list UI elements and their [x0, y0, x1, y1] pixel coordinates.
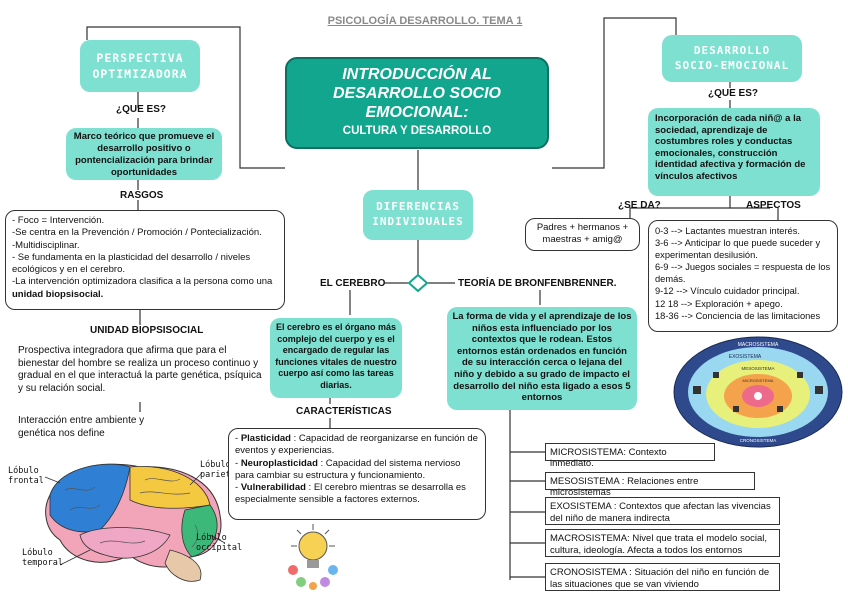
- eco-label-macro: MACROSISTEMA: [738, 342, 779, 348]
- el-cerebro-label: EL CEREBRO: [320, 278, 386, 289]
- label-lobulo-frontal-line-2: frontal: [8, 476, 44, 486]
- label-lobulo-temporal-line-2: temporal: [22, 558, 63, 568]
- unidad-biopsisocial-label: UNIDAD BIOPSISOCIAL: [90, 325, 204, 336]
- interaccion-text: Interacción entre ambiente y genética no…: [18, 415, 145, 439]
- aspectos-box: 0-3 --> Lactantes muestran interés. 3-6 …: [648, 220, 838, 332]
- sistema-micro: MICROSISTEMA: Contexto inmediato.: [545, 443, 715, 469]
- central-subtitle: CULTURA Y DESARROLLO: [342, 125, 492, 137]
- aspecto-item: 0-3 --> Lactantes muestran interés.: [655, 226, 800, 236]
- central-title-box: INTRODUCCIÓN AL DESARROLLO SOCIO EMOCION…: [285, 57, 549, 149]
- rasgo-item: -Multidisciplinar.: [12, 239, 80, 251]
- central-title-line-2: DESARROLLO SOCIO: [332, 85, 501, 102]
- eco-label-meso: MESOSISTEMA: [741, 366, 774, 371]
- cerebro-definition-box: El cerebro es el órgano más complejo del…: [270, 318, 402, 398]
- ecological-model-illustration: MACROSISTEMA EXOSISTEMA MESOSISTEMA MICR…: [673, 336, 843, 448]
- left-que-es-label: ¿QUE ES?: [116, 104, 167, 115]
- caracteristica-item: - Plasticidad : Capacidad de reorganizar…: [235, 433, 478, 457]
- label-lobulo-occipital-line-2: occipital: [196, 543, 243, 553]
- aspectos-label: ASPECTOS: [746, 200, 801, 211]
- eco-label-exo: EXOSISTEMA: [729, 354, 762, 360]
- sistema-macro: MACROSISTEMA: Nivel que trata el modelo …: [545, 529, 780, 557]
- central-title-line-1: INTRODUCCIÓN AL: [342, 66, 492, 83]
- perspectiva-heading: PERSPECTIVA OPTIMIZADORA: [80, 40, 200, 92]
- caracteristica-text: : El cerebro mientras se desarrolla es e…: [235, 482, 466, 506]
- caracteristica-text: : Capacidad del sistema nervioso para ca…: [235, 457, 461, 481]
- diferencias-heading-line-1: DIFERENCIAS: [376, 200, 460, 213]
- sistema-crono: CRONOSISTEMA : Situación del niño en fun…: [545, 563, 780, 591]
- desarrollo-heading-line-2: SOCIO-EMOCIONAL: [674, 59, 790, 72]
- sistema-meso: MESOSISTEMA : Relaciones entre microsist…: [545, 472, 755, 498]
- caracteristica-text: : Capacidad de reorganizarse en función …: [235, 433, 478, 457]
- perspectiva-heading-line-1: PERSPECTIVA: [96, 51, 184, 65]
- se-da-label: ¿SE DA?: [618, 200, 661, 211]
- lightbulb-icon: [288, 524, 338, 590]
- unidad-biopsisocial-text: Prospectiva integradora que afirma que p…: [18, 345, 262, 394]
- eco-label-chrono: CRONOSISTEMA: [740, 438, 777, 443]
- brain-illustration: [44, 463, 226, 582]
- caracteristica-term: Neuroplasticidad: [240, 457, 318, 469]
- aspecto-item: 6-9 --> Juegos sociales = respuesta de l…: [655, 262, 831, 285]
- left-definition-box: Marco teórico que promueve el desarrollo…: [66, 128, 222, 180]
- teoria-bronfenbrenner-label: TEORÍA DE BRONFENBRENNER.: [458, 278, 617, 289]
- label-lobulo-temporal-line-1: Lóbulo: [22, 548, 53, 558]
- diferencias-heading: DIFERENCIAS INDIVIDUALES: [363, 190, 473, 240]
- aspecto-item: 12 18 --> Exploración + apego.: [655, 298, 783, 309]
- caracteristicas-box: - Plasticidad : Capacidad de reorganizar…: [228, 428, 486, 520]
- label-lobulo-frontal-line-1: Lóbulo: [8, 466, 39, 476]
- caracteristica-term: Plasticidad: [240, 433, 291, 444]
- central-title-line-3: EMOCIONAL:: [365, 104, 469, 121]
- diferencias-heading-line-2: INDIVIDUALES: [372, 215, 464, 228]
- aspecto-item: 9-12 --> Vínculo cuidador principal.: [655, 286, 800, 297]
- se-da-box: Padres + hermanos + maestras + amig@: [525, 218, 640, 251]
- perspectiva-heading-line-2: OPTIMIZADORA: [92, 67, 188, 81]
- rasgo-item: - Foco = Intervención.: [12, 215, 105, 226]
- rasgo-item: - Se fundamenta en la plasticidad del de…: [12, 251, 251, 276]
- right-definition-box: Incorporación de cada niñ@ a la sociedad…: [648, 108, 820, 196]
- rasgo-item: -La intervención optimizadora clasifica …: [12, 276, 278, 301]
- rasgo-last-prefix: -La intervención optimizadora clasifica …: [12, 276, 273, 288]
- desarrollo-socioemocional-heading: DESARROLLO SOCIO-EMOCIONAL: [662, 35, 802, 82]
- label-lobulo-parietal-line-1: Lóbulo: [200, 460, 231, 470]
- aspecto-item: 18-36 --> Conciencia de las limitaciones: [655, 310, 821, 321]
- sistema-exo: EXOSISTEMA : Contextos que afectan las v…: [545, 497, 780, 525]
- rasgo-last-bold: unidad biopsisocial.: [12, 288, 104, 300]
- right-que-es-label: ¿QUE ES?: [708, 88, 759, 99]
- label-lobulo-parietal-line-2: parietal: [200, 470, 241, 480]
- page-title: PSICOLOGÍA DESARROLLO. TEMA 1: [327, 15, 523, 27]
- aspecto-item: 3-6 --> Anticipar lo que puede suceder y…: [655, 238, 821, 261]
- rasgos-box: - Foco = Intervención. -Se centra en la …: [5, 210, 285, 310]
- desarrollo-heading-line-1: DESARROLLO: [693, 44, 771, 57]
- caracteristica-item: - Vulnerabilidad : El cerebro mientras s…: [235, 482, 466, 506]
- caracteristica-term: Vulnerabilidad: [240, 482, 306, 494]
- caracteristica-item: - Neuroplasticidad : Capacidad del siste…: [235, 457, 461, 481]
- bronfenbrenner-definition-box: La forma de vida y el aprendizaje de los…: [447, 307, 637, 410]
- rasgo-item: -Se centra en la Prevención / Promoción …: [12, 227, 262, 239]
- rasgos-label: RASGOS: [120, 190, 164, 201]
- eco-label-micro: MICROSISTEMA: [743, 378, 774, 383]
- caracteristicas-label: CARACTERÍSTICAS: [296, 406, 392, 417]
- label-lobulo-occipital-line-1: Lóbulo: [196, 533, 227, 543]
